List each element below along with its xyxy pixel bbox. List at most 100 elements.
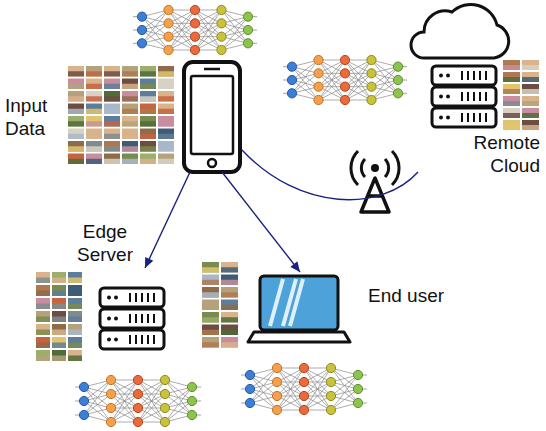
image-thumbnail (158, 91, 174, 102)
smartphone-icon (184, 62, 240, 172)
image-thumbnail-detail (202, 317, 219, 322)
network-neuron (272, 391, 281, 400)
network-neuron (133, 403, 142, 412)
image-thumbnail (86, 91, 102, 102)
cloud-icon (411, 4, 509, 58)
device-label: Edge Server (63, 220, 147, 266)
image-thumbnail-detail (86, 96, 102, 101)
server-unit (100, 288, 164, 307)
network-neuron (160, 403, 169, 412)
server-unit (100, 309, 164, 328)
network-neuron (106, 403, 115, 412)
network-neuron (160, 375, 169, 384)
image-thumbnail-detail (36, 343, 50, 349)
image-thumbnail-detail (36, 356, 50, 362)
image-thumbnail (522, 72, 539, 82)
network-neuron (314, 82, 323, 91)
network-neuron (393, 89, 402, 98)
network-link (138, 380, 165, 422)
image-thumbnail-detail (68, 343, 82, 349)
network-neuron (164, 19, 173, 28)
network-neuron (287, 75, 296, 84)
network-link (304, 368, 331, 410)
image-thumbnails (36, 272, 82, 361)
image-thumbnail (522, 84, 539, 94)
network-neuron (393, 75, 402, 84)
network-neuron (106, 389, 115, 398)
image-thumbnail (104, 154, 120, 165)
network-neuron (217, 5, 226, 14)
network-neuron (187, 396, 196, 405)
network-neuron (245, 398, 254, 407)
image-thumbnail (158, 116, 174, 127)
image-thumbnail-detail (202, 305, 219, 310)
image-thumbnail (86, 116, 102, 127)
server-unit (432, 108, 496, 127)
image-thumbnail-detail (503, 89, 520, 94)
image-thumbnail (140, 154, 156, 165)
network-link (169, 10, 196, 50)
image-thumbnail (36, 285, 50, 296)
network-neuron (164, 32, 173, 41)
image-thumbnail (68, 104, 84, 115)
laptop-icon (248, 276, 350, 342)
image-thumbnail-detail (36, 278, 50, 284)
image-thumbnail (52, 311, 66, 322)
network-neuron (272, 377, 281, 386)
image-thumbnail-detail (140, 146, 156, 151)
network-neuron (314, 55, 323, 64)
image-thumbnail (36, 337, 50, 348)
image-thumbnail-detail (68, 278, 82, 284)
image-thumbnail-detail (68, 109, 84, 114)
network-neuron (393, 62, 402, 71)
image-thumbnail-detail (522, 101, 539, 106)
device-label: Input Data (5, 94, 67, 140)
image-thumbnail-detail (122, 146, 138, 151)
image-thumbnail (503, 60, 520, 70)
image-thumbnail-detail (68, 96, 84, 101)
image-thumbnail (122, 116, 138, 127)
image-thumbnail (52, 337, 66, 348)
image-thumbnail (68, 79, 84, 90)
image-thumbnail-detail (503, 65, 520, 70)
image-thumbnail-detail (221, 267, 238, 272)
image-thumbnail-detail (104, 159, 120, 164)
image-thumbnail-detail (68, 71, 84, 76)
image-thumbnail-detail (122, 159, 138, 164)
server-unit (432, 66, 496, 85)
network-link (111, 380, 138, 422)
image-thumbnail (202, 325, 219, 336)
image-thumbnail-detail (86, 84, 102, 89)
image-thumbnail (221, 262, 238, 273)
image-thumbnail-detail (68, 121, 84, 126)
image-thumbnail-detail (122, 121, 138, 126)
device-node: End user (250, 272, 460, 352)
image-thumbnail-detail (68, 159, 84, 164)
network-neuron (79, 396, 88, 405)
network-link (165, 401, 192, 422)
image-thumbnail (36, 324, 50, 335)
image-thumbnail (68, 116, 84, 127)
image-thumbnail (503, 108, 520, 118)
device-node: Input Data (5, 62, 242, 172)
image-thumbnail-detail (86, 71, 102, 76)
device-label: Remote Cloud (460, 131, 540, 177)
arrow-head (145, 257, 153, 268)
server-icon (432, 66, 496, 127)
image-thumbnails (68, 66, 174, 164)
image-thumbnail (68, 66, 84, 77)
antenna-icon (351, 151, 399, 212)
network-neuron (106, 375, 115, 384)
connector-line (145, 172, 190, 268)
image-thumbnail (140, 104, 156, 115)
network-link (277, 368, 304, 410)
network-neuron (272, 363, 281, 372)
image-thumbnail-detail (86, 159, 102, 164)
image-thumbnail (68, 285, 82, 296)
network-neuron (272, 405, 281, 414)
network-neuron (353, 398, 362, 407)
image-thumbnail (104, 141, 120, 152)
image-thumbnail-detail (221, 330, 238, 335)
phone-screen (191, 76, 233, 154)
